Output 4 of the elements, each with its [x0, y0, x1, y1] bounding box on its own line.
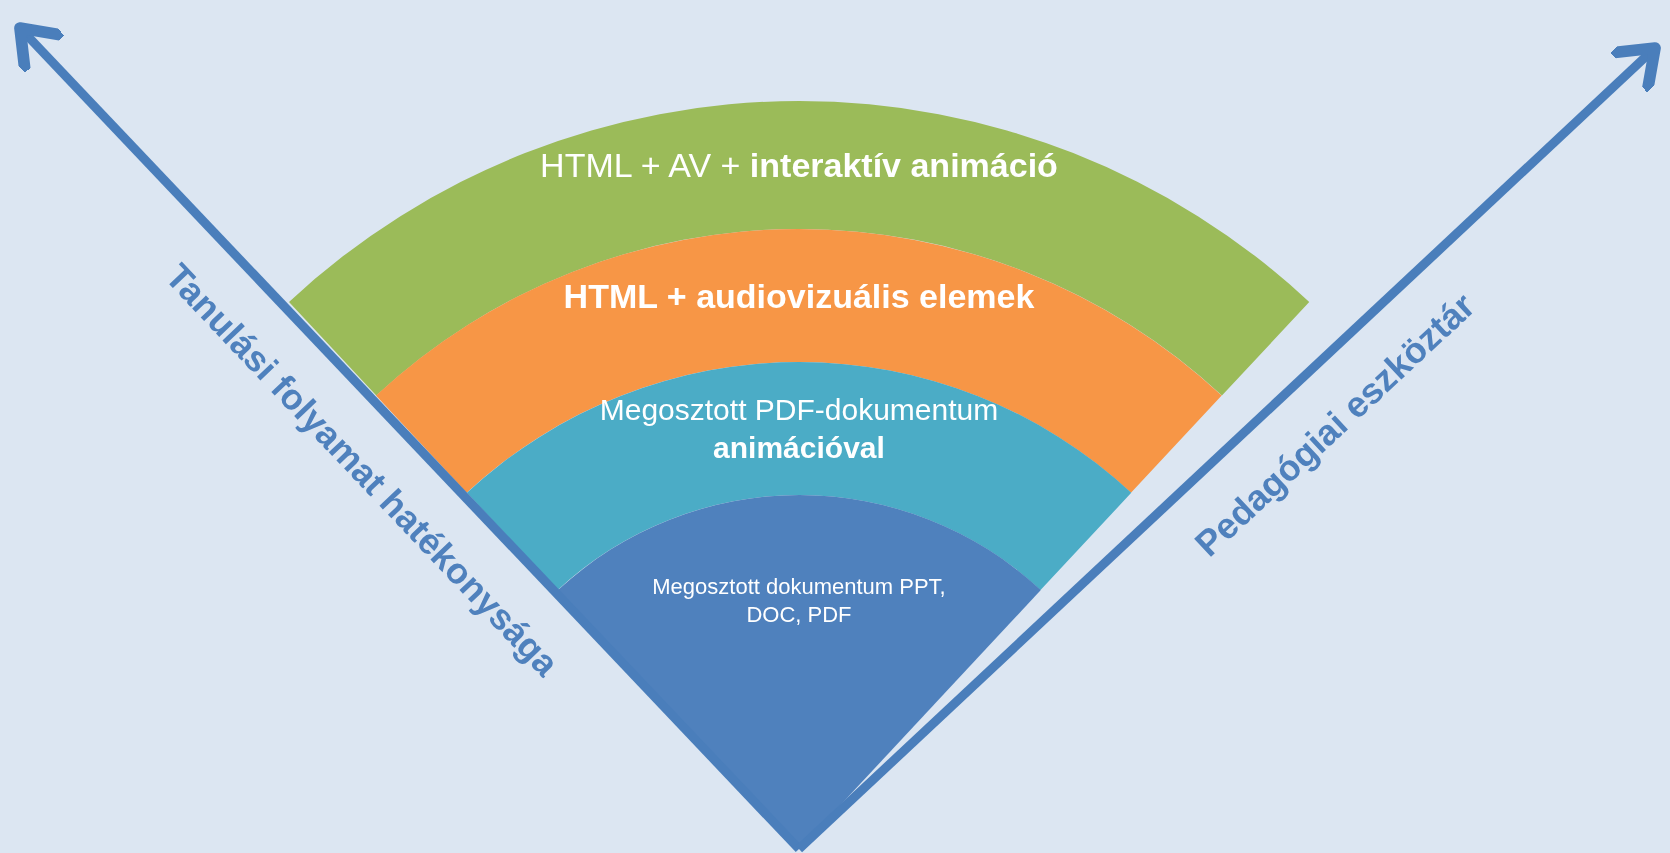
- band-label: HTML + AV + interaktív animáció: [539, 144, 1059, 186]
- band-label: HTML + audiovizuális elemek: [562, 275, 1036, 317]
- band-label: Megosztott dokumentum PPT, DOC, PDF: [651, 572, 947, 628]
- band-label: Megosztott PDF-dokumentum animációval: [598, 391, 1000, 465]
